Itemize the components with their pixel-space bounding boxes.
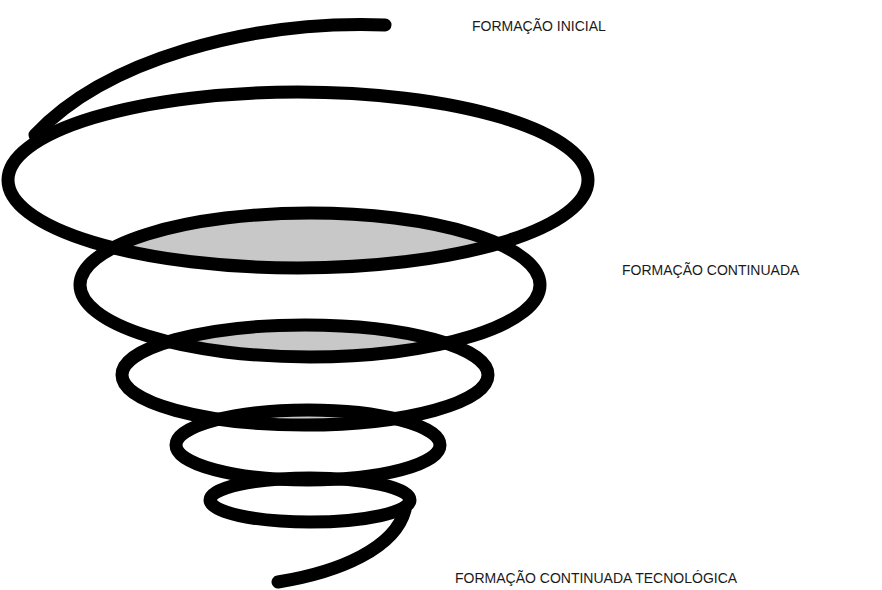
- stage-label: FORMAÇÃO CONTINUADA TECNOLÓGICA: [455, 570, 737, 586]
- stage-label: FORMAÇÃO CONTINUADA: [622, 262, 799, 278]
- spiral-line: [8, 25, 588, 582]
- stage-label: FORMAÇÃO INICIAL: [472, 18, 606, 34]
